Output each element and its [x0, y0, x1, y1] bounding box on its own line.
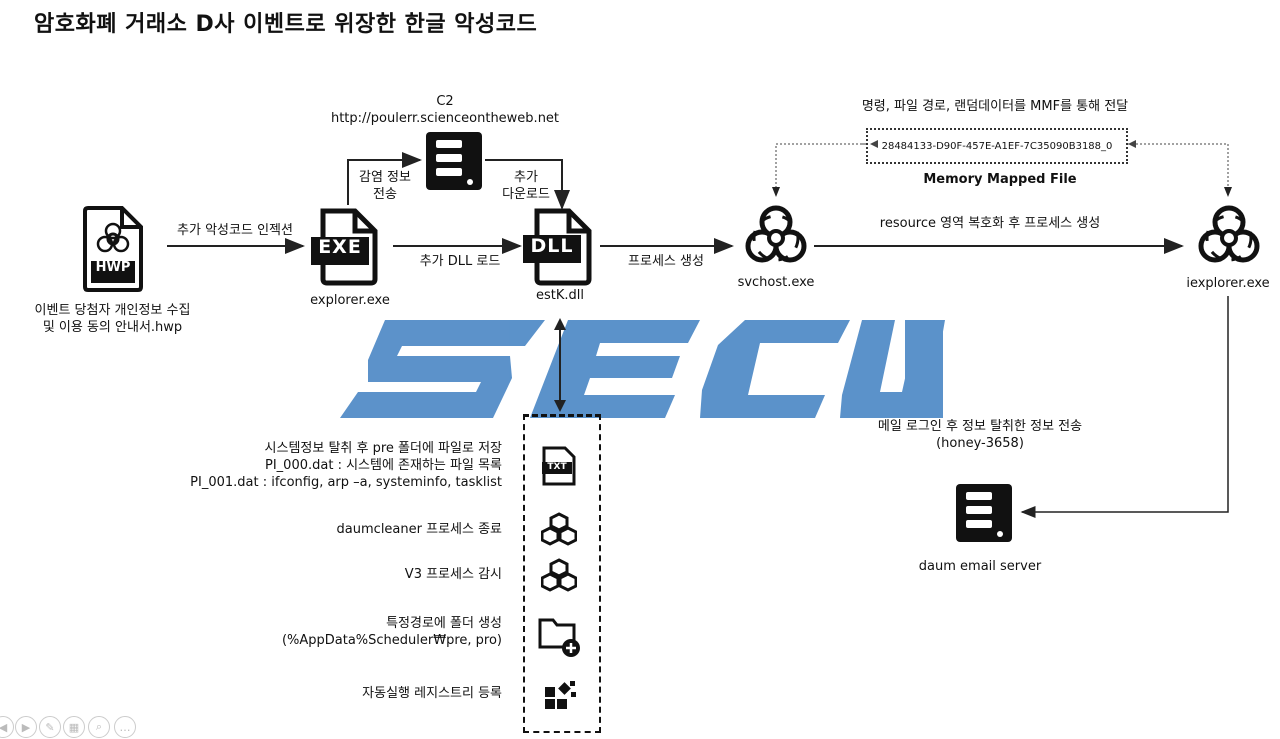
- explorer-label: explorer.exe: [310, 293, 390, 308]
- create-proc-label: 프로세스 생성: [628, 254, 704, 269]
- exe-file-icon: [311, 208, 378, 286]
- zoom-button[interactable]: ⌕: [88, 716, 110, 738]
- hwp-file-icon: [83, 206, 143, 292]
- cubes-icon: [541, 558, 577, 592]
- edge-mmf-iexplorer: [1128, 143, 1232, 197]
- hwp-badge: HWP: [95, 260, 131, 275]
- dll-label: estK.dll: [535, 288, 584, 303]
- feature-panel: [523, 414, 601, 733]
- feature-daumcleaner: daumcleaner 프로세스 종료: [336, 522, 502, 537]
- edge-infect: [347, 152, 422, 205]
- feature-registry: 자동실행 레지스트리 등록: [362, 686, 502, 701]
- biohazard-icon: [1198, 205, 1260, 263]
- more-options-button[interactable]: …: [114, 716, 136, 738]
- page-title: 암호화폐 거래소 D사 이벤트로 위장한 한글 악성코드: [34, 12, 538, 37]
- hwp-label: 이벤트 당첨자 개인정보 수집 및 이용 동의 안내서.hwp: [34, 303, 191, 335]
- daum-server-icon: [956, 484, 1012, 542]
- mmf-id: 28484133-D90F-457E-A1EF-7C35090B3188_0: [881, 140, 1113, 152]
- mmf-top-label: 명령, 파일 경로, 랜덤데이터를 MMF를 통해 전달: [861, 99, 1129, 114]
- load-dll-label: 추가 DLL 로드: [419, 254, 501, 269]
- edge-download: [485, 159, 570, 210]
- download-label: 추가 다운로드: [502, 170, 550, 202]
- slides-grid-button[interactable]: ▦: [63, 716, 85, 738]
- feature-sysinfo: 시스템정보 탈취 후 pre 폴더에 파일로 저장 PI_000.dat : 시…: [190, 441, 502, 490]
- exe-badge: EXE: [318, 236, 362, 258]
- inject-label: 추가 악성코드 인젝션: [177, 223, 293, 238]
- c2-server-icon: [426, 132, 482, 190]
- folder-add-icon: [538, 618, 580, 657]
- feature-folder: 특정경로에 폴더 생성 (%AppData%Scheduler₩pre, pro…: [281, 616, 502, 648]
- resource-label: resource 영역 복호화 후 프로세스 생성: [879, 216, 1101, 231]
- feature-v3: V3 프로세스 감시: [404, 567, 502, 582]
- txt-file-icon: [542, 446, 576, 486]
- mail-label: 메일 로그인 후 정보 탈취한 정보 전송 (honey-3658): [877, 419, 1083, 451]
- edge-mmf-svchost: [772, 143, 862, 197]
- txt-badge: TXT: [547, 462, 567, 472]
- pen-tool-button[interactable]: ✎: [39, 716, 61, 738]
- c2-label: C2 http://poulerr.scienceontheweb.net: [330, 94, 560, 126]
- biohazard-icon: [745, 205, 807, 263]
- next-slide-button[interactable]: ▶: [15, 716, 37, 738]
- iexplorer-label: iexplorer.exe: [1186, 276, 1270, 291]
- edge-mail: [1020, 296, 1229, 518]
- infect-label: 감염 정보 전송: [359, 170, 411, 202]
- mmf-title: Memory Mapped File: [923, 172, 1077, 187]
- cubes-icon: [541, 512, 577, 546]
- daum-label: daum email server: [918, 559, 1042, 574]
- dll-file-icon: [523, 208, 592, 286]
- svchost-label: svchost.exe: [737, 275, 815, 290]
- mmf-id-box: 28484133-D90F-457E-A1EF-7C35090B3188_0: [866, 128, 1128, 164]
- dll-badge: DLL: [530, 235, 574, 257]
- registry-icon: [545, 681, 576, 709]
